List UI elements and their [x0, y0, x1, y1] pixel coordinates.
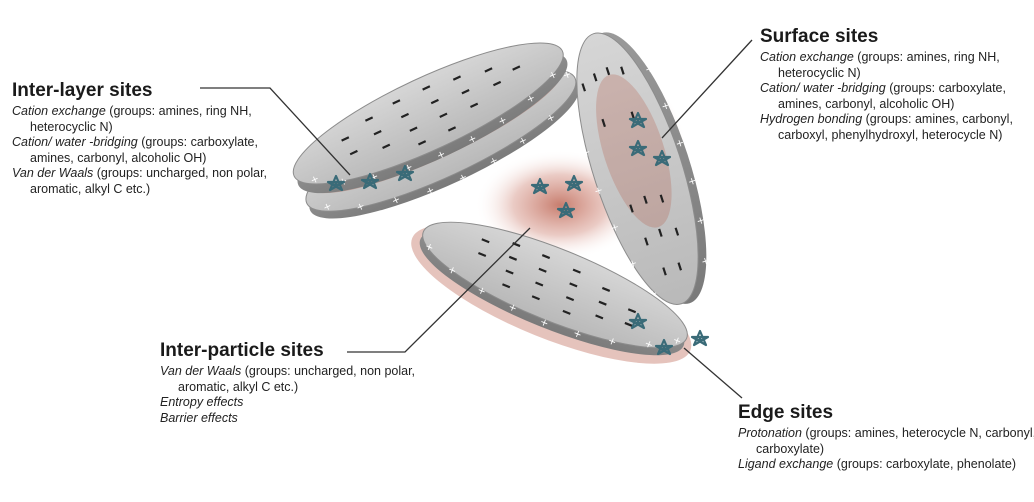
- entry-term: Entropy effects: [160, 395, 243, 409]
- surface-entry: Cation exchange (groups: amines, ring NH…: [760, 50, 1030, 81]
- entry-term: Protonation: [738, 426, 802, 440]
- edge-sites-title: Edge sites: [738, 402, 1034, 424]
- surface-sites-title: Surface sites: [760, 26, 1030, 48]
- edge-entry: Protonation (groups: amines, heterocycle…: [738, 426, 1034, 457]
- entry-term: Cation/ water -bridging: [12, 135, 138, 149]
- surface-entry: Cation/ water -bridging (groups: carboxy…: [760, 81, 1030, 112]
- interlayer-sites-title: Inter-layer sites: [12, 80, 292, 102]
- surface-entry: Hydrogen bonding (groups: amines, carbon…: [760, 112, 1030, 143]
- entry-term: Hydrogen bonding: [760, 112, 862, 126]
- surface-leader: [662, 40, 752, 138]
- interparticle-entry: Van der Waals (groups: uncharged, non po…: [160, 364, 430, 395]
- entry-term: Cation exchange: [12, 104, 106, 118]
- entry-term: Barrier effects: [160, 411, 238, 425]
- interparticle-sites-block: Inter-particle sites Van der Waals (grou…: [160, 340, 430, 426]
- entry-term: Ligand exchange: [738, 457, 833, 471]
- entry-detail: (groups: carboxylate, phenolate): [833, 457, 1016, 471]
- interlayer-sites-block: Inter-layer sites Cation exchange (group…: [12, 80, 292, 197]
- edge-leader: [684, 348, 742, 398]
- edge-sites-block: Edge sites Protonation (groups: amines, …: [738, 402, 1034, 473]
- interlayer-entry: Van der Waals (groups: uncharged, non po…: [12, 166, 292, 197]
- entry-term: Cation/ water -bridging: [760, 81, 886, 95]
- entry-term: Van der Waals: [12, 166, 93, 180]
- edge-entry: Ligand exchange (groups: carboxylate, ph…: [738, 457, 1034, 473]
- interparticle-sites-title: Inter-particle sites: [160, 340, 430, 362]
- interlayer-entry: Cation exchange (groups: amines, ring NH…: [12, 104, 292, 135]
- interparticle-entry: Entropy effects: [160, 395, 430, 411]
- entry-term: Van der Waals: [160, 364, 241, 378]
- interlayer-entry: Cation/ water -bridging (groups: carboxy…: [12, 135, 292, 166]
- interparticle-entry: Barrier effects: [160, 411, 430, 427]
- entry-term: Cation exchange: [760, 50, 854, 64]
- surface-sites-block: Surface sites Cation exchange (groups: a…: [760, 26, 1030, 143]
